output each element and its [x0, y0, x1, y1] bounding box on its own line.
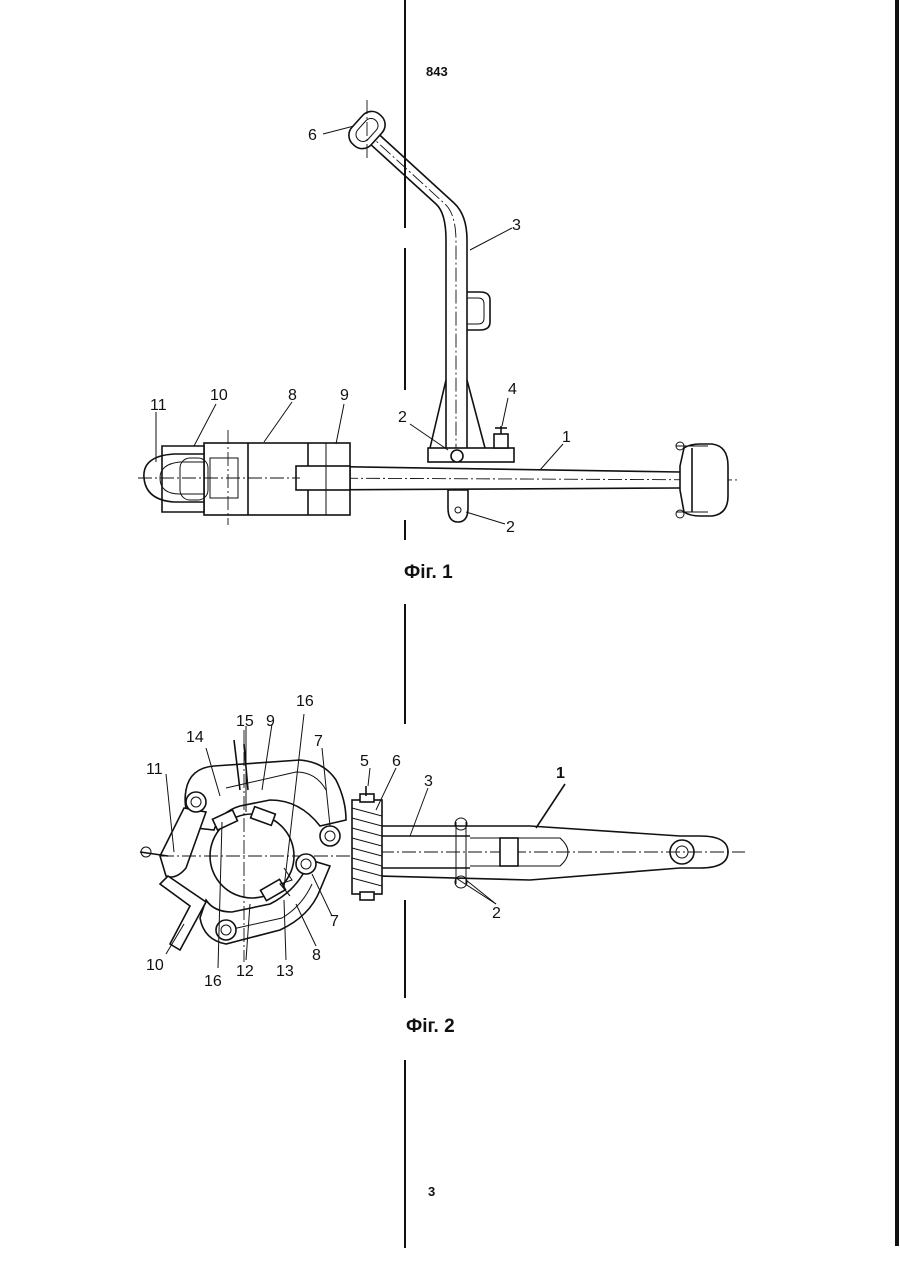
fig1-label-8: 8	[288, 387, 297, 404]
fig2-label-6: 6	[392, 753, 401, 770]
fig2-label-5: 5	[360, 753, 369, 770]
fig2-label-16-bottom: 16	[204, 973, 222, 990]
fig2-label-1: 1	[556, 765, 565, 782]
fig2-label-15: 15	[236, 713, 254, 730]
fig1-label-3: 3	[512, 217, 521, 234]
fig2-label-13: 13	[276, 963, 294, 980]
fig1-label-4: 4	[508, 381, 517, 398]
fig2-label-14: 14	[186, 729, 204, 746]
fig1-label-10: 10	[210, 387, 228, 404]
fig1-label-6: 6	[308, 127, 317, 144]
page-number: 3	[428, 1184, 435, 1199]
fig2-label-3: 3	[424, 773, 433, 790]
fig1-label-2-top: 2	[398, 409, 407, 426]
figure-2-drawing	[140, 730, 745, 962]
fig1-label-9: 9	[340, 387, 349, 404]
fig1-label-1: 1	[562, 429, 571, 446]
fig2-label-2: 2	[492, 905, 501, 922]
fig2-label-11: 11	[146, 761, 163, 778]
fig2-label-12: 12	[236, 963, 254, 980]
figure-2-caption: Фіг. 2	[406, 1016, 455, 1037]
fig1-label-11: 11	[150, 397, 167, 414]
figure-1-drawing	[138, 100, 740, 525]
fig2-label-7-bottom: 7	[330, 913, 339, 930]
fig1-label-2-bottom: 2	[506, 519, 515, 536]
fig2-label-7-top: 7	[314, 733, 323, 750]
figure-1-caption: Фіг. 1	[404, 562, 453, 583]
fig2-label-9: 9	[266, 713, 275, 730]
document-number: 843	[426, 64, 448, 79]
fig2-label-8: 8	[312, 947, 321, 964]
fig2-label-16-top: 16	[296, 693, 314, 710]
page-divider-lines	[405, 0, 897, 1248]
fig2-label-10: 10	[146, 957, 164, 974]
